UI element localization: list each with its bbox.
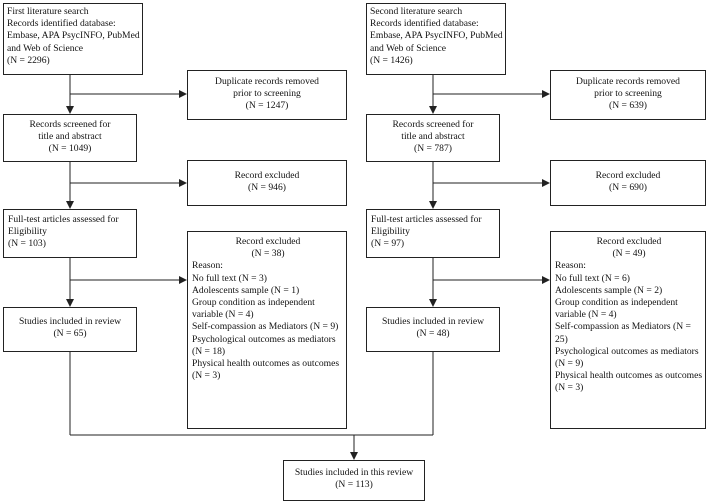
box-text: Full-test articles assessed for [371, 214, 482, 225]
right-excluded2-box: Record excluded (N = 49) Reason: No full… [550, 231, 706, 429]
count-text: (N = 48) [416, 328, 450, 340]
reason-label: Reason: [555, 260, 586, 272]
box-text: title and abstract [401, 131, 465, 143]
box-text: Embase, APA PsycINFO, PubMed [7, 30, 140, 42]
count-text: (N = 946) [248, 182, 286, 194]
box-text: Studies included in review [18, 316, 122, 327]
left-excluded1-box: Record excluded (N = 946) [187, 160, 347, 206]
box-text: Full-test articles assessed for [8, 214, 119, 225]
count-text: (N = 49) [612, 248, 646, 260]
box-text: First literature search [7, 6, 89, 17]
right-search-box: Second literature search Records identif… [366, 3, 506, 75]
reason-item: Adolescents sample (N = 2) [555, 284, 663, 296]
left-duplicates-box: Duplicate records removed prior to scree… [187, 70, 347, 120]
reason-item: Physical health outcomes as outcomes (N … [555, 370, 703, 394]
box-text: Records screened for [29, 119, 111, 130]
box-text: and Web of Science [7, 42, 84, 54]
count-text: (N = 1426) [370, 54, 413, 66]
box-text: Studies included in this review [294, 467, 414, 478]
reason-item: Group condition as independent variable … [192, 297, 315, 321]
count-text: (N = 690) [609, 182, 647, 194]
reason-item: Self-compassion as Mediators (N = 9) [192, 321, 339, 333]
box-title: Record excluded [596, 236, 662, 247]
left-fulltext-box: Full-test articles assessed for Eligibil… [3, 209, 137, 258]
reason-item: Group condition as independent variable … [555, 297, 678, 321]
count-text: (N = 103) [8, 238, 46, 250]
count-text: (N = 1049) [48, 143, 92, 155]
reason-item: Psychological outcomes as mediators (N =… [555, 345, 699, 370]
box-text: Duplicate records removed [576, 76, 680, 87]
count-text: (N = 787) [414, 143, 452, 155]
reason-item: No full text (N = 6) [555, 272, 630, 284]
right-included-box: Studies included in review (N = 48) [366, 307, 500, 352]
left-screened-box: Records screened for title and abstract … [3, 114, 137, 162]
count-text: (N = 2296) [7, 54, 50, 66]
left-included-box: Studies included in review (N = 65) [3, 307, 137, 352]
box-text: Records identified database: [370, 18, 479, 30]
right-duplicates-box: Duplicate records removed prior to scree… [550, 70, 706, 120]
box-text: Records screened for [392, 119, 474, 130]
box-title: Record excluded [235, 236, 301, 247]
reason-label: Reason: [192, 260, 223, 272]
right-fulltext-box: Full-test articles assessed for Eligibil… [366, 209, 500, 258]
count-text: (N = 38) [251, 248, 285, 260]
box-text: prior to screening [233, 88, 301, 100]
right-excluded1-box: Record excluded (N = 690) [550, 160, 706, 206]
box-text: Records identified database: [7, 18, 116, 30]
reason-item: No full text (N = 3) [192, 272, 267, 284]
box-text: Record excluded [234, 170, 300, 181]
box-text: Record excluded [595, 170, 661, 181]
count-text: (N = 639) [609, 100, 647, 112]
count-text: (N = 1247) [245, 100, 289, 112]
count-text: (N = 65) [53, 328, 87, 340]
count-text: (N = 97) [371, 238, 405, 250]
box-text: and Web of Science [370, 42, 447, 54]
left-excluded2-box: Record excluded (N = 38) Reason: No full… [187, 231, 347, 429]
box-text: Second literature search [370, 6, 463, 17]
reason-item: Physical health outcomes as outcomes (N … [192, 358, 340, 382]
box-text: title and abstract [38, 131, 102, 143]
reason-item: Psychological outcomes as mediators (N =… [192, 333, 336, 357]
box-text: Duplicate records removed [215, 76, 319, 87]
count-text: (N = 113) [335, 479, 373, 491]
right-screened-box: Records screened for title and abstract … [366, 114, 500, 162]
reason-item: Self-compassion as Mediators (N = 25) [555, 321, 691, 345]
box-text: Studies included in review [381, 316, 485, 327]
reason-item: Adolescents sample (N = 1) [192, 284, 300, 296]
left-search-box: First literature search Records identifi… [3, 3, 143, 75]
box-text: prior to screening [594, 88, 662, 100]
final-included-box: Studies included in this review (N = 113… [283, 460, 425, 501]
box-text: Eligibility [8, 226, 47, 238]
box-text: Embase, APA PsycINFO, PubMed [370, 30, 503, 42]
box-text: Eligibility [371, 226, 410, 238]
